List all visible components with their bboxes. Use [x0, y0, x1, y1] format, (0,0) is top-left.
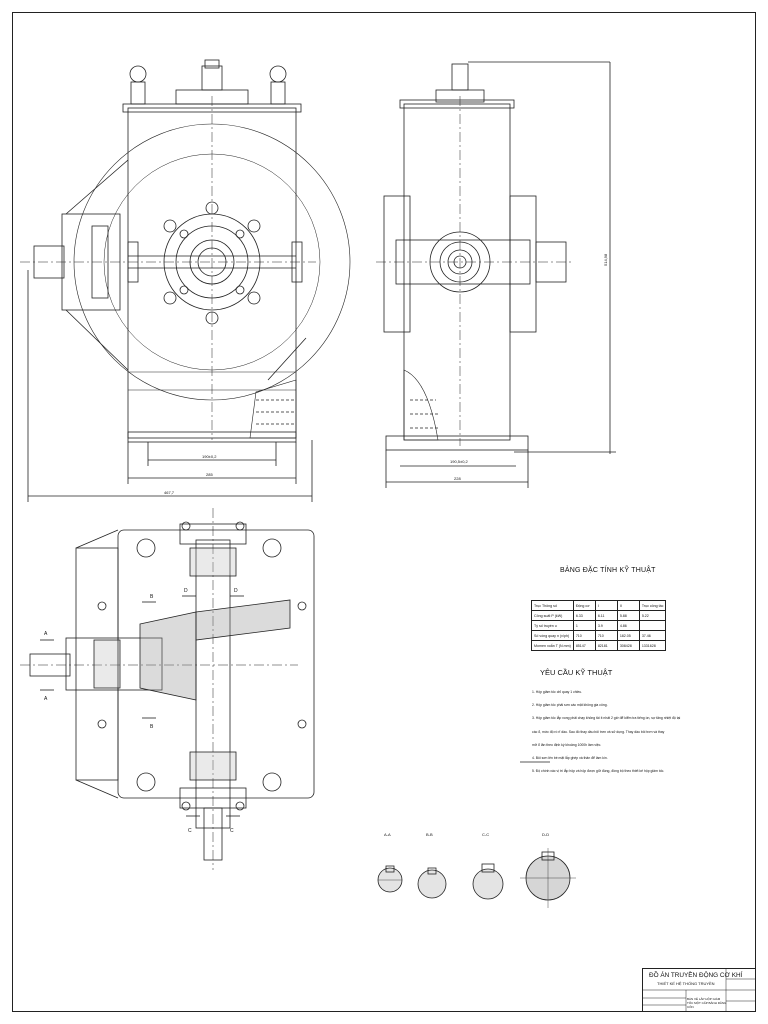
requirements-list: 1. Hộp giảm tốc chỉ quay 1 chiều. 2. Hộp… [532, 686, 752, 778]
dim-side-inner: 190,5±0,2 [450, 459, 469, 464]
spec-cell: 82181 [594, 640, 618, 651]
spec-header-cell: Trục công tác [638, 600, 667, 611]
section-mark-d2: D [234, 588, 238, 594]
spec-cell: 308428 [616, 640, 640, 651]
spec-row: Tỷ số truyền u 1 3.9 4.86 [531, 620, 667, 631]
spec-cell: Momen xoắn T (N.mm) [531, 640, 574, 651]
spec-cell [638, 620, 667, 631]
requirement-item: 5. Độ chính xác vị trí lắp hộp và hộp đư… [532, 769, 665, 774]
requirement-item: 3. Hộp giảm tốc lắp xong phải chạy không… [532, 716, 681, 721]
title-block-grid [642, 968, 756, 1012]
spec-cell: 3.9 [594, 620, 618, 631]
spec-header-cell: II [616, 600, 640, 611]
spec-header-row: Trục Thông số Động cơ I II Trục công tác [531, 600, 667, 611]
title-block-drawing-name: BẢN VẼ LẮP HỘP GIẢM TỐC MỘT CẤP BÁNH RĂN… [687, 997, 727, 1009]
requirement-item: mỡ ổ lăn theo định kỳ khoảng 1000h làm v… [532, 742, 602, 747]
requirement-item: 4. Bôi sơn lên bề mặt lắp ghép và thân đ… [532, 756, 608, 761]
spec-header-cell: Trục Thông số [531, 600, 574, 611]
requirement-item: các ổ, mức độ rò rỉ dầu. Sau đó thay dầu… [532, 729, 665, 734]
front-view [20, 59, 351, 502]
spec-cell: Công suất P (kW) [531, 610, 574, 621]
top-section-view [20, 508, 550, 870]
spec-row: Số vòng quay n (v/ph) 710 710 182.05 37.… [531, 630, 667, 641]
spec-cell: 6.11 [594, 610, 618, 621]
dim-front-overall: 467,7 [164, 490, 175, 495]
spec-cell: 710 [594, 630, 618, 641]
dim-front-inner: 190±0,2 [202, 454, 217, 459]
spec-row: Momen xoắn T (N.mm) 85147 82181 308428 1… [531, 640, 667, 651]
section-mark-d1: D [184, 588, 188, 594]
section-label-cc: C-C [482, 832, 489, 837]
title-block-sub: THIẾT KẾ HỆ THỐNG TRUYỀN [657, 981, 715, 986]
section-label-dd: D-D [542, 832, 549, 837]
spec-cell: 6.33 [572, 610, 596, 621]
spec-cell: Tỷ số truyền u [531, 620, 574, 631]
requirement-item: 2. Hộp giảm tốc phải sơn các mặt không g… [532, 703, 608, 708]
spec-cell: 5.22 [638, 610, 667, 621]
spec-header-cell: I [594, 600, 618, 611]
section-mark-a1: A [44, 631, 48, 637]
spec-cell: 5.88 [616, 610, 640, 621]
spec-cell: 85147 [572, 640, 596, 651]
drawing-sheet-border [12, 12, 756, 1012]
dim-side-height: 514,98 [603, 253, 608, 266]
section-mark-c2: C [230, 828, 234, 834]
spec-table-title: BẢNG ĐẶC TÍNH KỸ THUẬT [560, 567, 656, 574]
section-mark-c1: C [188, 828, 192, 834]
side-view [376, 61, 616, 488]
title-block-main: ĐỒ ÁN TRUYỀN ĐỘNG CƠ KHÍ [649, 972, 743, 979]
spec-cell: 710 [572, 630, 596, 641]
title-block: ĐỒ ÁN TRUYỀN ĐỘNG CƠ KHÍ THIẾT KẾ HỆ THỐ… [642, 968, 756, 1012]
spec-header-cell: Động cơ [572, 600, 596, 611]
spec-cell: 37.46 [638, 630, 667, 641]
spec-table: Trục Thông số Động cơ I II Trục công tác… [531, 600, 667, 651]
spec-cell: Số vòng quay n (v/ph) [531, 630, 574, 641]
section-mark-b2: B [150, 724, 154, 730]
section-label-bb: B-B [426, 832, 433, 837]
spec-cell: 1331628 [638, 640, 667, 651]
cross-sections [377, 848, 576, 908]
dim-front-outer: 285 [206, 472, 213, 477]
spec-cell: 1 [572, 620, 596, 631]
requirement-item: 1. Hộp giảm tốc chỉ quay 1 chiều. [532, 690, 583, 694]
spec-row: Công suất P (kW) 6.33 6.11 5.88 5.22 [531, 610, 667, 621]
spec-cell: 4.86 [616, 620, 640, 631]
requirements-title: YÊU CẦU KỸ THUẬT [540, 668, 613, 677]
spec-cell: 182.05 [616, 630, 640, 641]
section-mark-a2: A [44, 696, 48, 702]
dim-side-outer: 228 [454, 476, 461, 481]
section-mark-b1: B [150, 594, 154, 600]
section-label-aa: A-A [384, 832, 391, 837]
